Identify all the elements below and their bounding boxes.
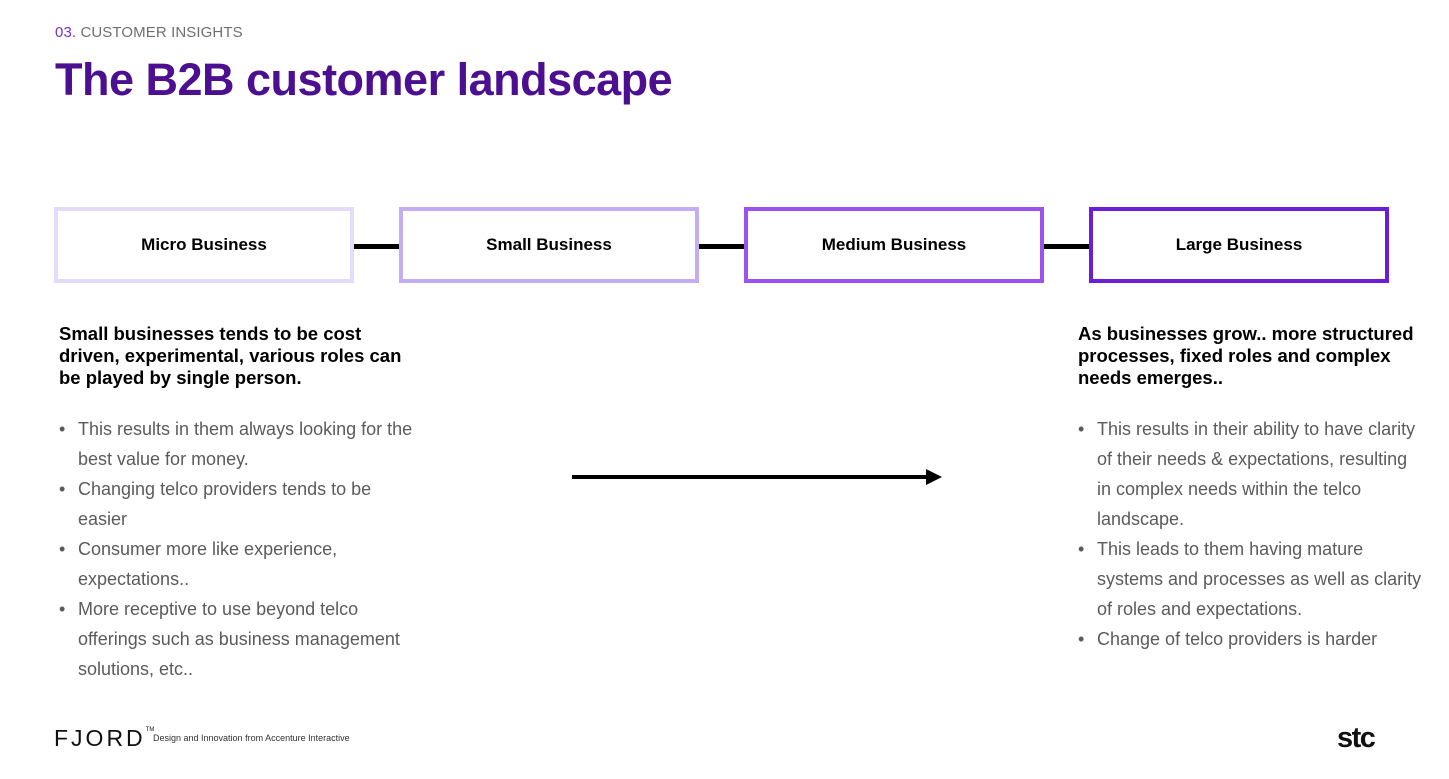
- section-number: 03.: [55, 24, 77, 41]
- left-column-heading: Small businesses tends to be cost driven…: [59, 323, 402, 388]
- list-item: Changing telco providers tends to be eas…: [59, 474, 419, 534]
- right-bullet-list: This results in their ability to have cl…: [1078, 414, 1423, 654]
- right-column-heading: As businesses grow.. more structured pro…: [1078, 323, 1414, 388]
- stage-micro-business: Micro Business: [54, 207, 354, 283]
- list-item: More receptive to use beyond telco offer…: [59, 594, 419, 684]
- page-title: The B2B customer landscape: [55, 54, 673, 105]
- trademark-symbol: TM: [145, 727, 155, 733]
- progression-arrow: [572, 469, 942, 485]
- stage-medium-business: Medium Business: [744, 207, 1044, 283]
- business-stage-row: Micro Business Small Business Medium Bus…: [0, 0, 1449, 300]
- section-label: 03. CUSTOMER INSIGHTS: [55, 24, 243, 41]
- list-item: This leads to them having mature systems…: [1078, 534, 1423, 624]
- left-bullet-list: This results in them always looking for …: [59, 414, 419, 684]
- section-name: CUSTOMER INSIGHTS: [80, 24, 243, 41]
- stage-connector: [699, 244, 744, 249]
- list-item: This results in them always looking for …: [59, 414, 419, 474]
- list-item: Consumer more like experience, expectati…: [59, 534, 419, 594]
- fjord-logo: FJORDTM: [54, 725, 154, 752]
- list-item: Change of telco providers is harder: [1078, 624, 1423, 654]
- stage-small-business: Small Business: [399, 207, 699, 283]
- stage-connector: [354, 244, 399, 249]
- stage-connector: [1044, 244, 1089, 249]
- stage-large-business: Large Business: [1089, 207, 1389, 283]
- stc-logo: stc: [1337, 722, 1376, 754]
- list-item: This results in their ability to have cl…: [1078, 414, 1423, 534]
- fjord-wordmark: FJORD: [54, 725, 146, 751]
- footer-tagline: Design and Innovation from Accenture Int…: [153, 733, 350, 743]
